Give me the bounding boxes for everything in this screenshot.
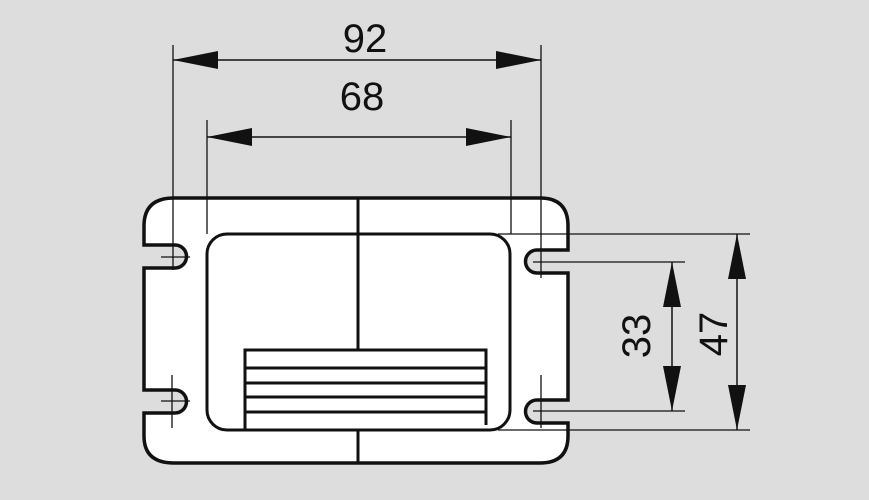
- arrowhead-right: [466, 128, 511, 146]
- arrowhead-bottom: [663, 366, 681, 411]
- arrowhead-right: [496, 51, 541, 69]
- arrowhead-left: [173, 51, 218, 69]
- dimension-label-68: 68: [340, 75, 385, 119]
- dimension-68: 68: [207, 75, 511, 146]
- dimension-47: 47: [692, 234, 746, 430]
- dimension-label-92: 92: [343, 17, 388, 61]
- dimension-92: 92: [173, 17, 541, 69]
- grille: [243, 348, 488, 429]
- arrowhead-top: [663, 262, 681, 307]
- extension-lines: [161, 45, 750, 431]
- dimension-label-47: 47: [692, 312, 736, 357]
- arrowhead-bottom: [728, 385, 746, 430]
- dimension-label-33: 33: [615, 314, 659, 359]
- dimension-33: 33: [615, 262, 681, 411]
- arrowhead-left: [207, 128, 252, 146]
- arrowhead-top: [728, 234, 746, 279]
